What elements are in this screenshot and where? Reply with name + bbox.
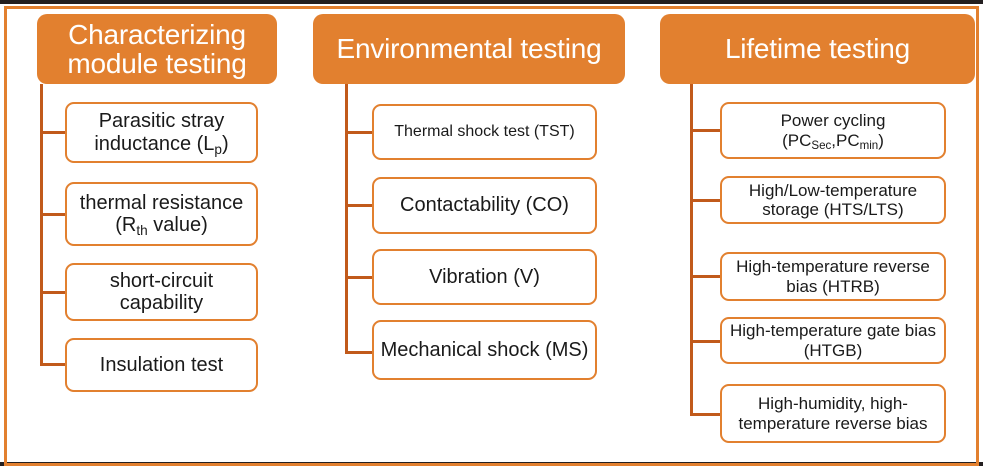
branch-line-col2-3 [345, 351, 374, 354]
branch-line-col1-0 [40, 131, 67, 134]
node-vibration[interactable]: Vibration (V) [372, 249, 597, 305]
node-label: Parasitic stray inductance (Lp) [94, 110, 229, 157]
node-high-low-temperature-storage[interactable]: High/Low-temperature storage (HTS/LTS) [720, 176, 946, 224]
branch-line-col3-3 [690, 340, 722, 343]
header-environmental-testing: Environmental testing [313, 14, 625, 84]
node-insulation-test[interactable]: Insulation test [65, 338, 258, 392]
branch-line-col3-1 [690, 199, 722, 202]
node-label: thermal resistance (Rth value) [79, 191, 244, 239]
node-label: Power cycling (PCSec,PCmin) [780, 111, 886, 152]
trunk-line-col1 [40, 84, 43, 366]
branch-line-col2-1 [345, 204, 374, 207]
node-thermal-resistance[interactable]: thermal resistance (Rth value) [65, 182, 258, 246]
node-power-cycling[interactable]: Power cycling (PCSec,PCmin) [720, 102, 946, 159]
subscript: min [859, 139, 879, 152]
subscript: p [214, 141, 222, 157]
branch-line-col3-2 [690, 275, 722, 278]
node-high-temperature-gate-bias[interactable]: High-temperature gate bias (HTGB) [720, 317, 946, 364]
node-high-humidity-high-temperature-reverse-bias[interactable]: High-humidity, high-temperature reverse … [720, 384, 946, 443]
branch-line-col1-2 [40, 291, 67, 294]
branch-line-col2-0 [345, 131, 374, 134]
node-parasitic-stray-inductance[interactable]: Parasitic stray inductance (Lp) [65, 102, 258, 163]
node-high-temperature-reverse-bias[interactable]: High-temperature reverse bias (HTRB) [720, 252, 946, 301]
branch-line-col3-0 [690, 129, 722, 132]
subscript: Sec [811, 139, 832, 152]
branch-line-col1-3 [40, 363, 67, 366]
node-short-circuit-capability[interactable]: short-circuit capability [65, 263, 258, 321]
node-contactability[interactable]: Contactability (CO) [372, 177, 597, 234]
node-thermal-shock-test[interactable]: Thermal shock test (TST) [372, 104, 597, 160]
branch-line-col3-4 [690, 413, 722, 416]
node-mechanical-shock[interactable]: Mechanical shock (MS) [372, 320, 597, 380]
trunk-line-col2 [345, 84, 348, 354]
header-lifetime-testing: Lifetime testing [660, 14, 975, 84]
branch-line-col1-1 [40, 213, 67, 216]
subscript: th [136, 223, 148, 239]
trunk-line-col3 [690, 84, 693, 416]
header-characterizing-module-testing: Characterizing module testing [37, 14, 277, 84]
branch-line-col2-2 [345, 276, 374, 279]
